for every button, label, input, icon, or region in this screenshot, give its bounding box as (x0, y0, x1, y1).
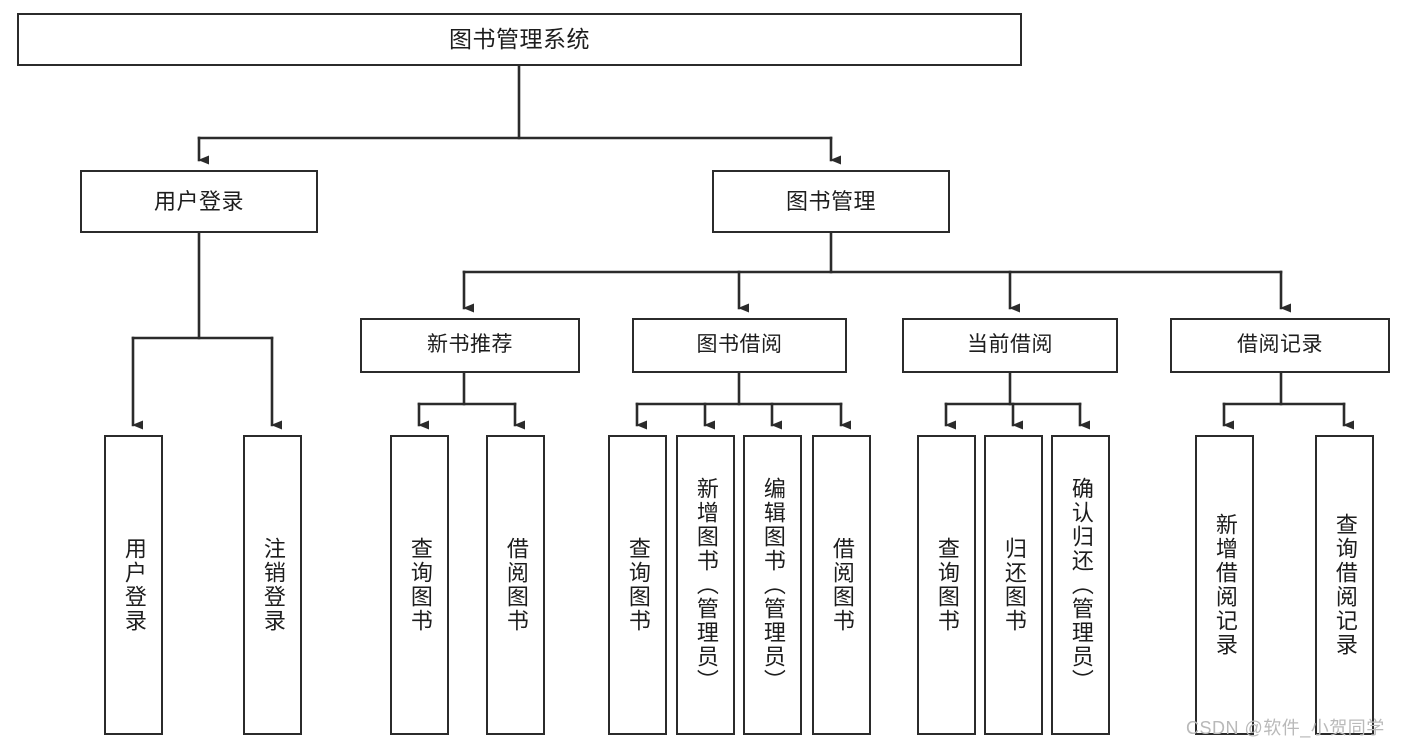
node-label: 查询图书 (934, 537, 960, 633)
node-label: 新书推荐 (427, 333, 513, 357)
node-new-book-recommend[interactable]: 新书推荐 (360, 318, 580, 373)
node-label: 图书借阅 (696, 333, 783, 357)
node-label: 查询借阅记录 (1332, 513, 1358, 657)
node-leaf-book-borrow-edit[interactable]: 编辑图书（管理员） (743, 435, 802, 735)
node-borrow-record[interactable]: 借阅记录 (1170, 318, 1390, 373)
node-leaf-new-book-query[interactable]: 查询图书 (390, 435, 449, 735)
node-leaf-current-borrow-query[interactable]: 查询图书 (917, 435, 976, 735)
node-label: 归还图书 (1001, 537, 1027, 633)
node-leaf-book-borrow-borrow[interactable]: 借阅图书 (812, 435, 871, 735)
node-label: 确认归还（管理员） (1068, 477, 1094, 693)
node-label: 用户登录 (153, 188, 244, 214)
node-leaf-borrow-record-query[interactable]: 查询借阅记录 (1315, 435, 1374, 735)
node-user-login[interactable]: 用户登录 (80, 170, 318, 233)
node-label: 当前借阅 (967, 333, 1053, 357)
node-label: 借阅图书 (503, 537, 529, 633)
node-leaf-current-borrow-return[interactable]: 归还图书 (984, 435, 1043, 735)
node-label: 图书管理 (785, 188, 876, 214)
node-leaf-book-borrow-add[interactable]: 新增图书（管理员） (676, 435, 735, 735)
node-label: 借阅图书 (829, 537, 855, 633)
node-label: 编辑图书（管理员） (760, 477, 786, 693)
node-label: 注销登录 (260, 537, 286, 633)
csdn-watermark: CSDN @软件_小贺同学 (1186, 718, 1385, 738)
node-book-management[interactable]: 图书管理 (712, 170, 950, 233)
node-leaf-book-borrow-query[interactable]: 查询图书 (608, 435, 667, 735)
node-leaf-user-login-logout[interactable]: 注销登录 (243, 435, 302, 735)
node-leaf-current-borrow-confirm-return[interactable]: 确认归还（管理员） (1051, 435, 1110, 735)
node-label: 图书管理系统 (449, 25, 590, 52)
node-label: 查询图书 (625, 537, 651, 633)
node-label: 新增图书（管理员） (693, 477, 719, 693)
node-label: 借阅记录 (1237, 333, 1323, 357)
node-leaf-new-book-borrow[interactable]: 借阅图书 (486, 435, 545, 735)
node-leaf-borrow-record-add[interactable]: 新增借阅记录 (1195, 435, 1254, 735)
node-label: 查询图书 (407, 537, 433, 633)
node-leaf-user-login-login[interactable]: 用户登录 (104, 435, 163, 735)
node-label: 用户登录 (121, 537, 147, 633)
node-root-book-management-system[interactable]: 图书管理系统 (17, 13, 1022, 66)
node-current-borrow[interactable]: 当前借阅 (902, 318, 1118, 373)
node-book-borrow[interactable]: 图书借阅 (632, 318, 847, 373)
node-label: 新增借阅记录 (1212, 513, 1238, 657)
